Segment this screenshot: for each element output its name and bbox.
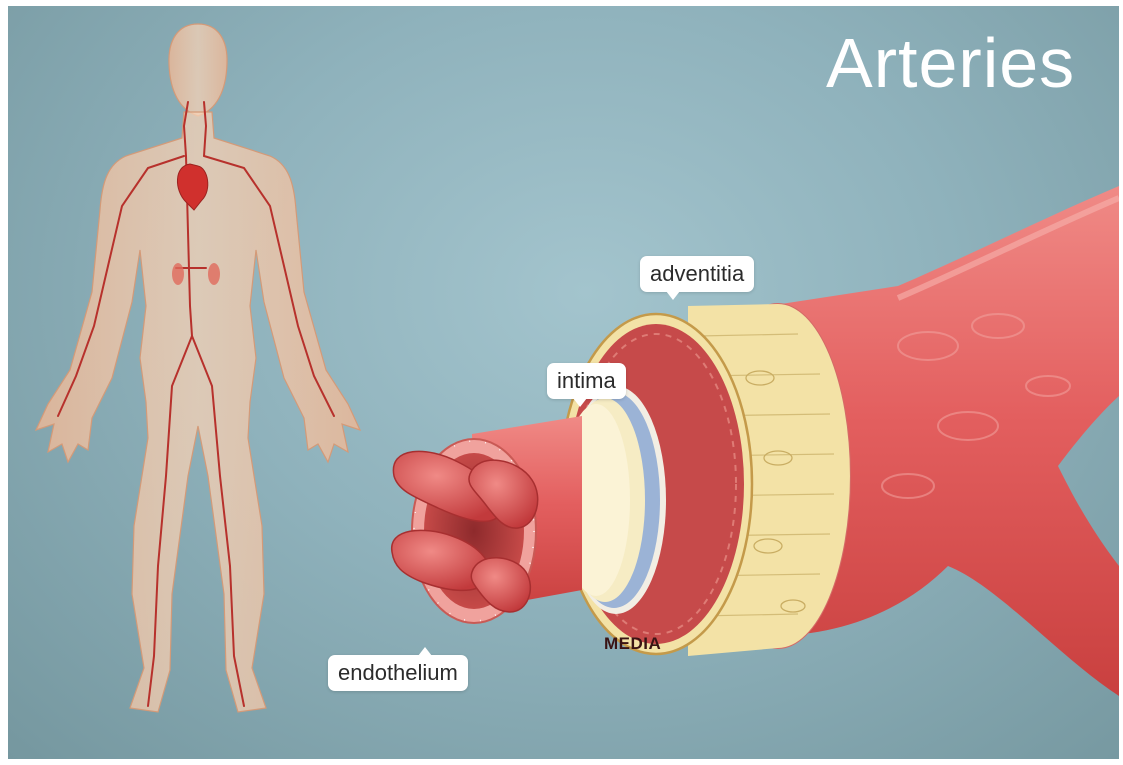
human-figure (36, 24, 360, 712)
adventitia-label: adventitia (640, 256, 754, 292)
endothelium-label: endothelium (328, 655, 468, 691)
diagram-title: Arteries (826, 28, 1075, 98)
illustration-canvas: Arteries adventitia intima endothelium M… (8, 6, 1119, 759)
intima-label: intima (547, 363, 626, 399)
media-label: MEDIA (604, 634, 661, 654)
artery-cross-section (392, 186, 1119, 696)
